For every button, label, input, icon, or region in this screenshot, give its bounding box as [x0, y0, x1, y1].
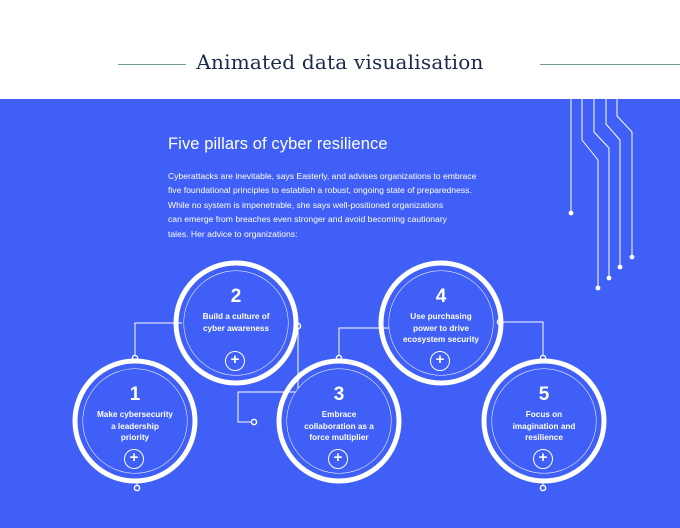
- pillar-label-line: Build a culture of: [202, 312, 270, 321]
- pillar-number: 5: [538, 384, 550, 405]
- connector-line: [500, 321, 544, 356]
- pillar-3[interactable]: 3 Embrace collaboration as a force multi…: [287, 369, 391, 473]
- pillar-ring: [378, 260, 504, 386]
- pillar-label-line: Focus on: [525, 410, 563, 419]
- pillar-5[interactable]: 5 Focus on imagination and resilience +: [492, 369, 596, 473]
- header-rule-right: [540, 64, 680, 65]
- pillar-number: 2: [230, 286, 242, 307]
- pillar-label-line: imagination and: [512, 421, 576, 431]
- pillar-number: 3: [333, 384, 345, 405]
- circuit-trace: [616, 99, 633, 256]
- connector-node: [539, 484, 547, 492]
- pillar-label: Build a culture of cyber awareness: [190, 311, 282, 334]
- intro-paragraph: Cyberattacks are inevitable, says Easter…: [168, 169, 518, 241]
- circuit-node: [568, 210, 574, 216]
- circuit-node: [595, 285, 601, 291]
- pillar-label-line: Use purchasing: [410, 312, 472, 321]
- section-title: Five pillars of cyber resilience: [168, 135, 388, 153]
- pillar-ring: [481, 358, 607, 484]
- pillar-label: Use purchasing power to drive ecosystem …: [395, 311, 487, 346]
- plus-icon[interactable]: +: [533, 449, 553, 469]
- header-bar: Animated data visualisation: [0, 0, 680, 99]
- connector-line: [237, 326, 299, 423]
- plus-icon[interactable]: +: [124, 449, 144, 469]
- pillar-ring: [72, 358, 198, 484]
- pillar-label-line: power to drive: [413, 323, 469, 333]
- page-title: Animated data visualisation: [0, 50, 680, 74]
- pillar-label-line: Make cybersecurity: [96, 410, 173, 419]
- pillar-label: Embrace collaboration as a force multipl…: [293, 409, 385, 444]
- intro-line: While no system is impenetrable, she say…: [168, 199, 444, 210]
- pillar-label-line: priority: [120, 433, 150, 442]
- connector-line: [134, 322, 182, 356]
- pillar-label-line: resilience: [525, 433, 563, 442]
- plus-icon[interactable]: +: [328, 449, 348, 469]
- pillar-label-line: a leadership: [111, 421, 159, 431]
- pillar-label-line: collaboration as a: [304, 421, 374, 431]
- circuit-trace: [581, 99, 599, 286]
- circuit-node: [606, 275, 612, 281]
- connector-line: [338, 327, 390, 356]
- plus-icon[interactable]: +: [225, 351, 245, 371]
- connector-node: [133, 484, 141, 492]
- circuit-trace: [593, 99, 610, 277]
- circuit-trace: [605, 99, 621, 266]
- pillar-2[interactable]: 2 Build a culture of cyber awareness +: [184, 271, 288, 375]
- pillar-ring: [276, 358, 402, 484]
- pillar-label: Focus on imagination and resilience: [498, 409, 590, 444]
- intro-line: Cyberattacks are inevitable, says Easter…: [168, 171, 477, 181]
- intro-line: tales. Her advice to organizations:: [168, 228, 298, 239]
- plus-icon[interactable]: +: [430, 351, 450, 371]
- connector-node: [250, 418, 258, 426]
- pillar-label-line: cyber awareness: [203, 323, 269, 333]
- pillar-label-line: force multiplier: [309, 433, 369, 442]
- intro-line: five foundational principles to establis…: [168, 185, 472, 196]
- pillar-number: 4: [435, 286, 447, 307]
- circuit-node: [617, 264, 623, 270]
- pillar-label: Make cybersecurity a leadership priority: [89, 409, 181, 444]
- pillar-ring: [173, 260, 299, 386]
- circuit-node: [629, 254, 635, 260]
- pillar-4[interactable]: 4 Use purchasing power to drive ecosyste…: [389, 271, 493, 375]
- pillar-number: 1: [129, 384, 141, 405]
- pillar-1[interactable]: 1 Make cybersecurity a leadership priori…: [83, 369, 187, 473]
- pillar-label-line: ecosystem security: [402, 335, 479, 344]
- intro-line: can emerge from breaches even stronger a…: [168, 214, 447, 225]
- pillar-label-line: Embrace: [321, 410, 357, 419]
